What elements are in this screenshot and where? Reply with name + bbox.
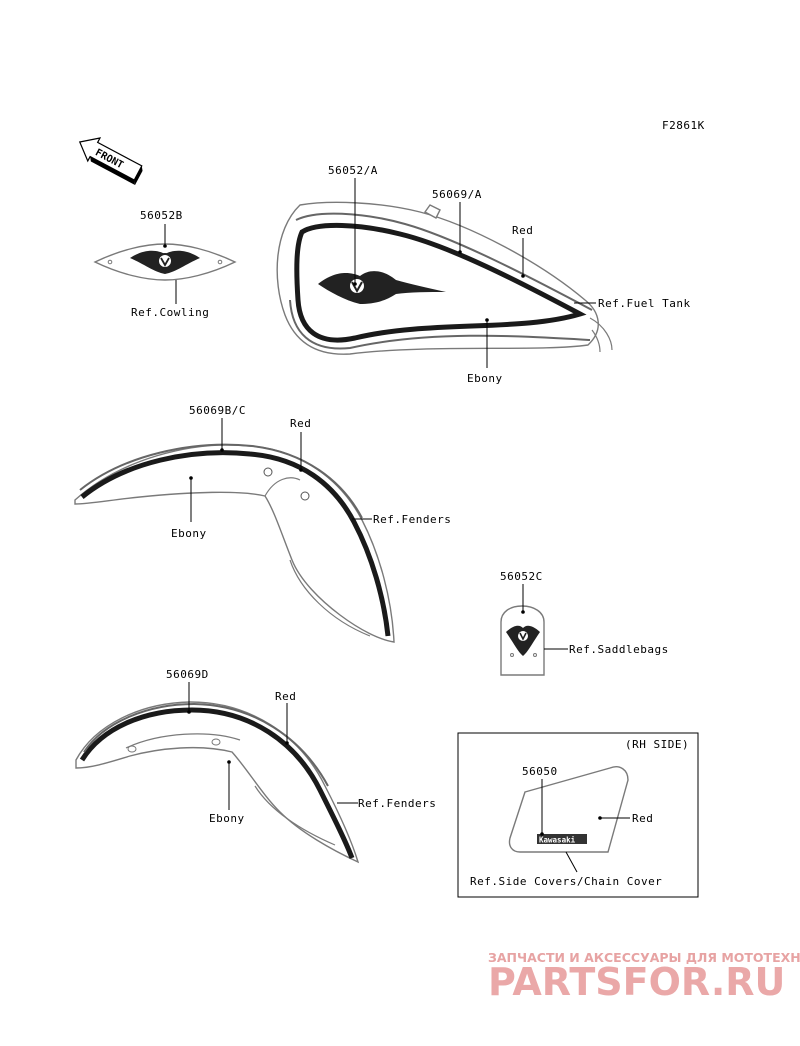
- fuel-tank: 56052/A 56069/A Red Ref.Fuel Tank Ebony: [276, 164, 691, 385]
- side-cover-reference-label: Ref.Side Covers/Chain Cover: [470, 875, 662, 888]
- cowling-emblem-icon: [130, 250, 200, 274]
- rear-fender-color-red-label: Red: [275, 690, 296, 703]
- watermark-tagline: ЗАПЧАСТИ И АКСЕССУАРЫ ДЛЯ МОТОТЕХНИКИ: [488, 950, 800, 965]
- side-cover-part-number: 56050: [522, 765, 558, 778]
- front-arrow-icon: FRONT: [78, 137, 143, 185]
- cowling-reference-label: Ref.Cowling: [131, 306, 209, 319]
- figure-code: F2861K: [662, 119, 705, 132]
- tank-emblem-icon: [318, 271, 446, 304]
- front-fender-color-ebony-label: Ebony: [171, 527, 207, 540]
- front-fender-reference-label: Ref.Fenders: [373, 513, 451, 526]
- kawasaki-badge-icon: Kawasaki: [537, 834, 587, 845]
- front-fender-color-red-label: Red: [290, 417, 311, 430]
- cowling-part-number: 56052B: [140, 209, 183, 222]
- saddlebag-part-number: 56052C: [500, 570, 543, 583]
- saddlebag-emblem: 56052C Ref.Saddlebags: [500, 570, 669, 676]
- saddlebag-reference-label: Ref.Saddlebags: [569, 643, 669, 656]
- rear-fender-part-number: 56069D: [166, 668, 209, 681]
- tank-color-ebony-label: Ebony: [467, 372, 503, 385]
- saddlebag-emblem-icon: [506, 625, 540, 656]
- front-fender-part-number: 56069B/C: [189, 404, 246, 417]
- tank-reference-label: Ref.Fuel Tank: [598, 297, 691, 310]
- watermark-brand: PARTSFOR.RU: [488, 960, 785, 1004]
- side-cover-color-red-label: Red: [632, 812, 653, 825]
- rear-fender-reference-label: Ref.Fenders: [358, 797, 436, 810]
- rear-fender: 56069D Red Ref.Fenders Ebony: [75, 668, 436, 864]
- watermark-logo: ЗАПЧАСТИ И АКСЕССУАРЫ ДЛЯ МОТОТЕХНИКИ PA…: [488, 950, 800, 1004]
- rh-side-title: (RH SIDE): [625, 738, 689, 751]
- tank-color-red-label: Red: [512, 224, 533, 237]
- rear-fender-color-ebony-label: Ebony: [209, 812, 245, 825]
- rh-side-panel: (RH SIDE) Kawasaki 56050 Red Ref.Side Co…: [457, 732, 699, 898]
- tank-emblem-part-number: 56052/A: [328, 164, 378, 177]
- front-fender: 56069B/C Red Ref.Fenders Ebony: [74, 404, 451, 643]
- cowling-emblem: 56052B Ref.Cowling: [93, 209, 237, 319]
- svg-text:Kawasaki: Kawasaki: [539, 836, 576, 845]
- tank-stripe-part-number: 56069/A: [432, 188, 482, 201]
